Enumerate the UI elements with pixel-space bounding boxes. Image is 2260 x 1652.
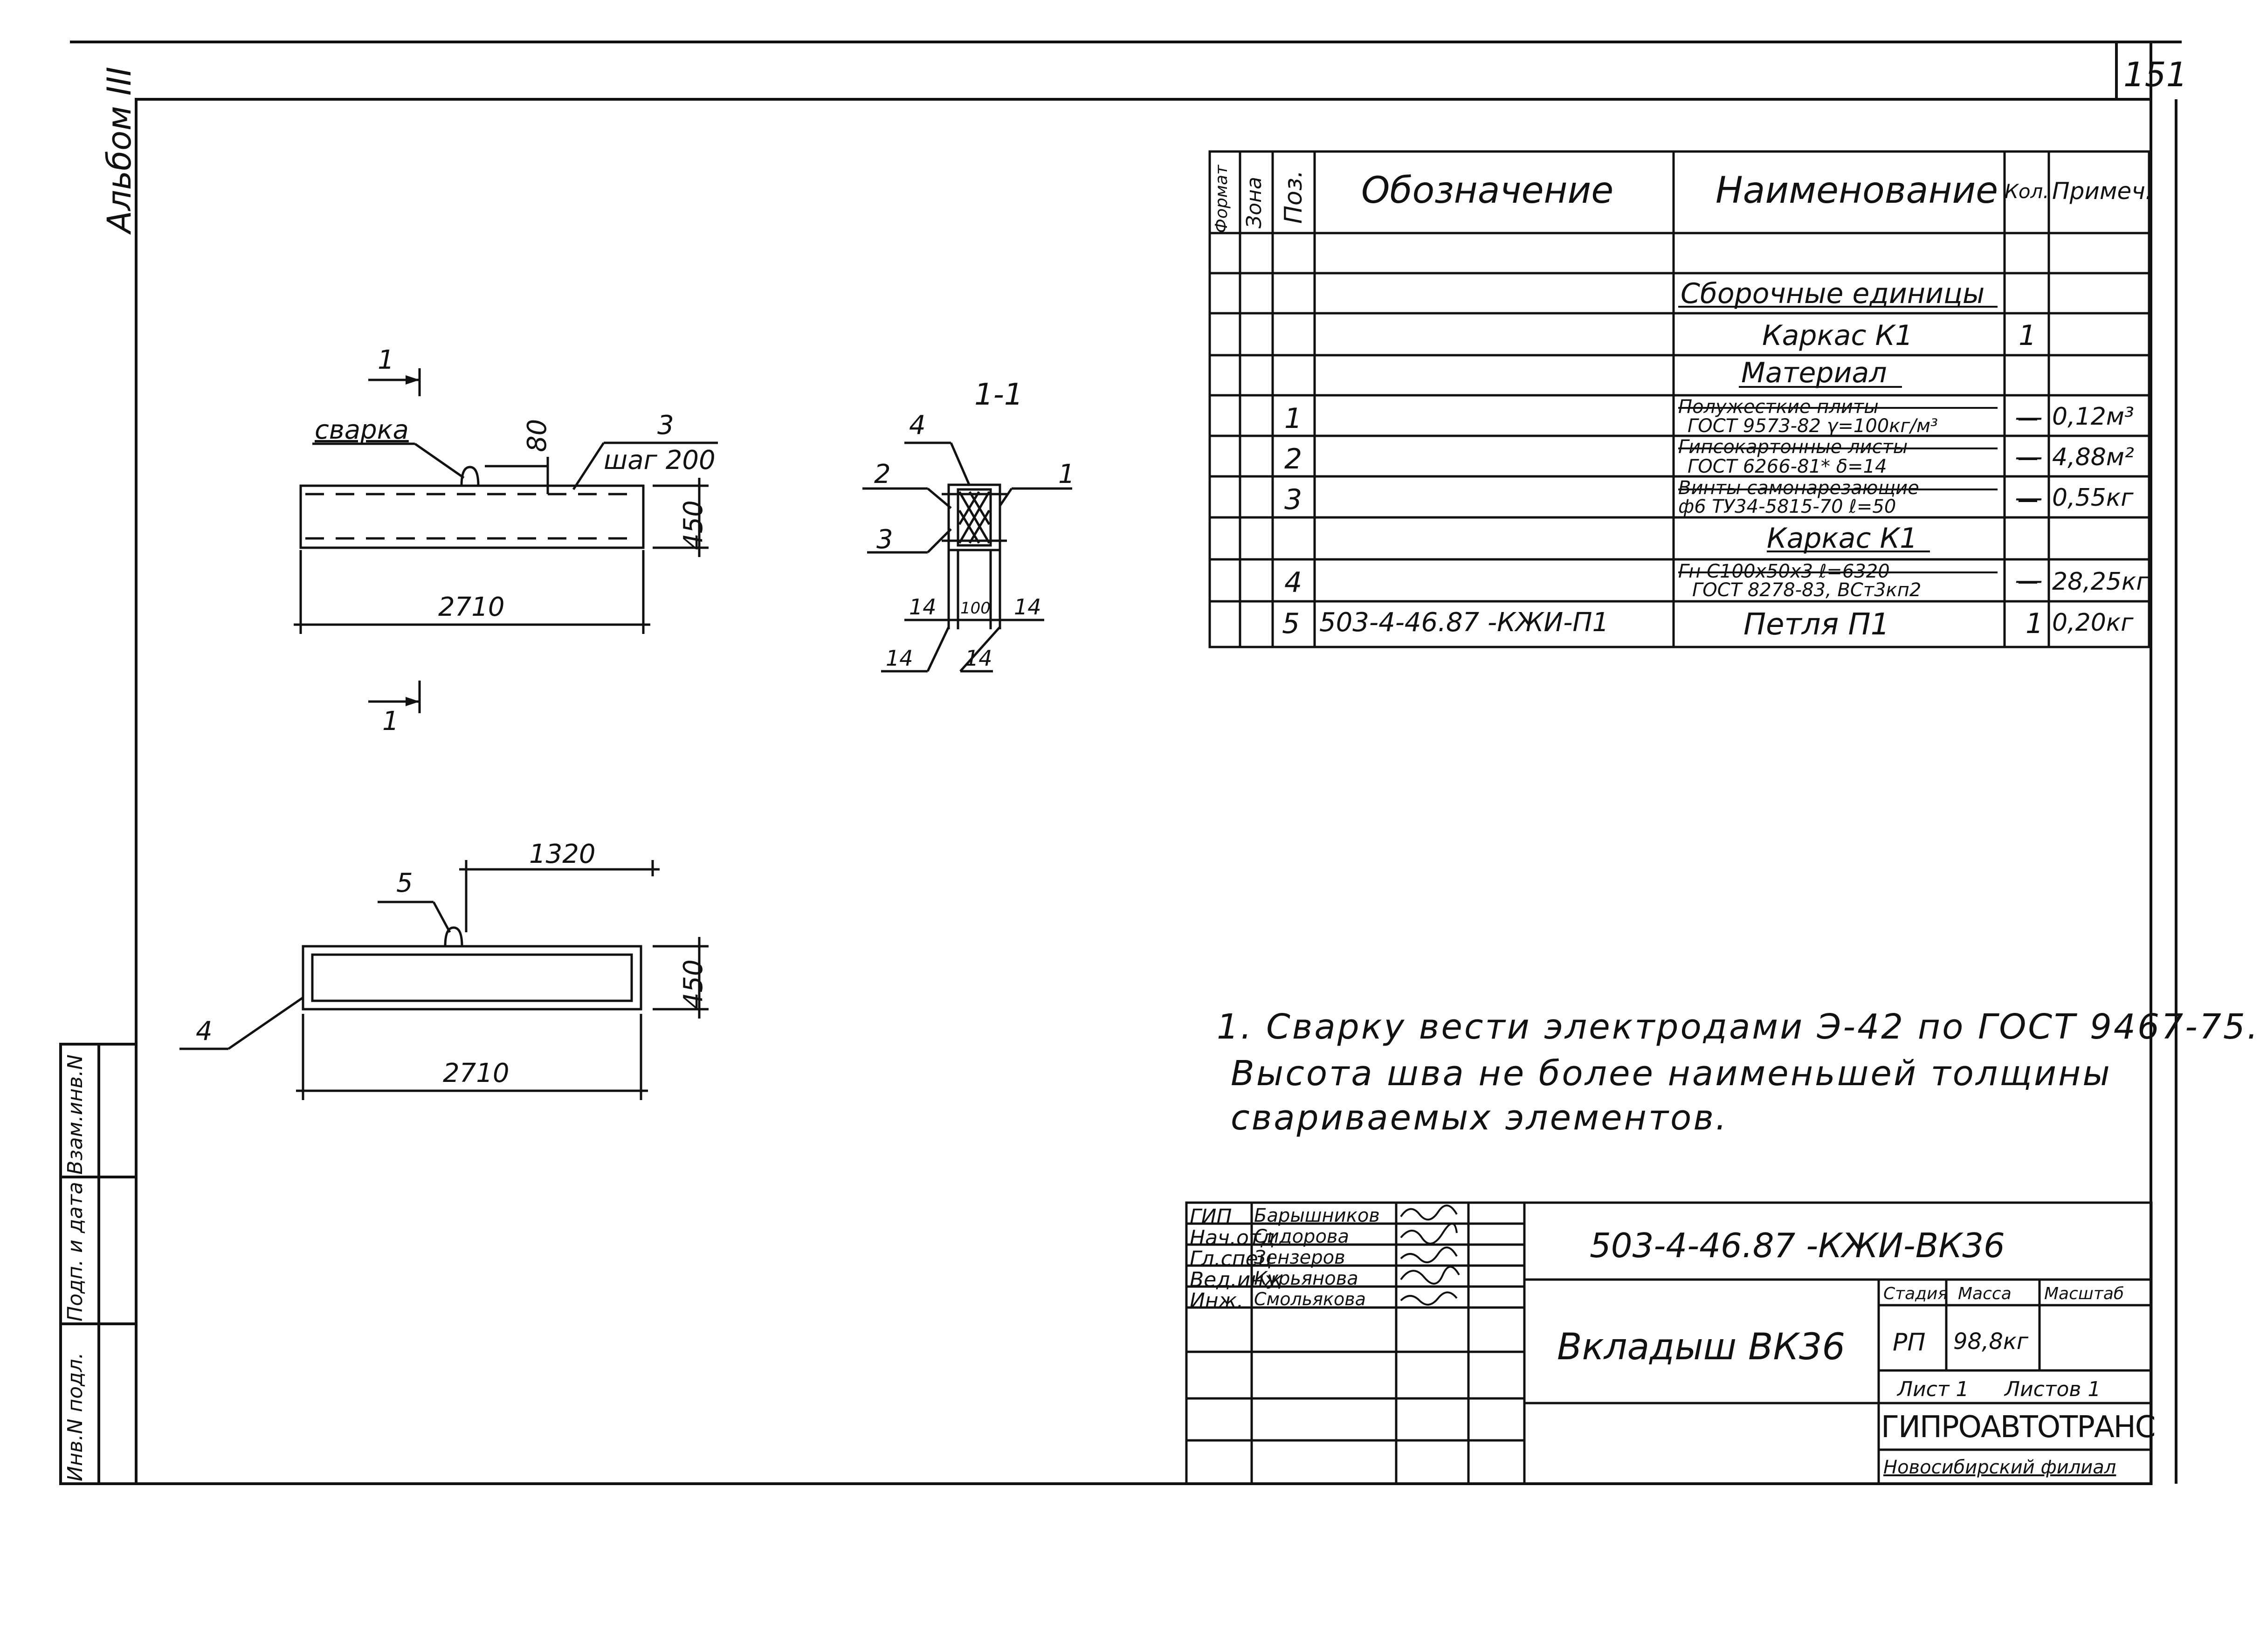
tb-name-1: Барышников: [1254, 1205, 1380, 1226]
signatures: [1400, 1205, 1460, 1306]
tb-role-2: Нач.отд: [1190, 1226, 1275, 1250]
album-label: Альбом III: [100, 67, 138, 233]
section-dim-14-right: 14: [1014, 594, 1041, 620]
row5-qty: 1: [2026, 607, 2044, 640]
weld-label: сварка: [315, 415, 409, 445]
tb-role-3: Гл.спец: [1190, 1247, 1272, 1271]
note-line-3: свариваемых элементов.: [1231, 1098, 1729, 1138]
row4-name-l2: ГОСТ 8278-83, ВСт3кп2: [1692, 579, 1922, 601]
stamp-inv-label: Инв.N подл.: [63, 1352, 87, 1481]
table-header-qty: Кол.: [2005, 180, 2049, 203]
section-leader-1: 1: [1058, 459, 1075, 489]
row3-qty: —: [2015, 482, 2043, 514]
note-line-2: Высота шва не более наименьшей толщины: [1231, 1053, 2112, 1094]
section-mark-top: 1: [378, 345, 394, 375]
tb-branch: Новосибирский филиал: [1883, 1457, 2116, 1478]
tb-name-3: Зензеров: [1254, 1247, 1345, 1268]
row2-qty: —: [2015, 441, 2043, 473]
row3-pos: 3: [1284, 483, 1302, 516]
row5-designation: 503-4-46.87 -КЖИ-П1: [1319, 607, 1609, 638]
row3-name-l2: ф6 ТУ34-5815-70 ℓ=50: [1678, 496, 1896, 517]
dim-length-top: 2710: [438, 592, 505, 622]
section-dim-14-left: 14: [909, 594, 937, 620]
section-dim-100: 100: [960, 599, 991, 618]
section-material: Материал: [1741, 357, 1887, 389]
dim-80: 80: [522, 419, 552, 452]
tb-stage: РП: [1893, 1328, 1926, 1356]
section-assembly: Сборочные единицы: [1681, 277, 1985, 310]
frame-k1-qty: 1: [2019, 319, 2037, 352]
tb-org: ГИПРОАВТОТРАНС: [1881, 1410, 2156, 1445]
tb-mass: 98,8кг: [1953, 1328, 2029, 1355]
table-header-pos: Поз.: [1280, 170, 1308, 224]
frame-k1-row: Каркас К1: [1762, 319, 1913, 352]
row5-name: Петля П1: [1743, 607, 1890, 642]
tb-col-scale: Масштаб: [2044, 1284, 2124, 1303]
row4-qty: —: [2015, 564, 2043, 597]
table-header-designation: Обозначение: [1361, 170, 1614, 212]
step-label: шаг 200: [604, 445, 716, 475]
frame-k1-subheader: Каркас К1: [1767, 522, 1918, 555]
sheet-number: 151: [2123, 55, 2188, 94]
tb-name-4: Курьянова: [1254, 1268, 1358, 1289]
section-title: 1-1: [974, 378, 1023, 412]
row4-name-l1: Гн С100х50х3 ℓ=6320: [1678, 561, 1890, 582]
tb-doc-title: Вкладыш ВК36: [1557, 1326, 1846, 1368]
leader-5: 5: [396, 868, 413, 898]
tb-doc-code: 503-4-46.87 -КЖИ-ВК36: [1590, 1226, 2005, 1265]
tb-col-stage: Стадия: [1883, 1284, 1948, 1303]
note-line-1: 1. Сварку вести электродами Э-42 по ГОСТ…: [1217, 1007, 2260, 1047]
row1-name-l1: Полужесткие плиты: [1678, 396, 1879, 418]
table-header-zone: Зона: [1242, 177, 1266, 228]
section-leader-2: 2: [874, 459, 891, 489]
row2-note: 4,88м²: [2052, 443, 2134, 471]
table-header-format: Формат: [1212, 165, 1231, 233]
row3-note: 0,55кг: [2052, 484, 2134, 512]
tb-role-4: Вед.инж: [1190, 1268, 1282, 1292]
row2-name-l2: ГОСТ 6266-81* δ=14: [1688, 456, 1887, 477]
row4-pos: 4: [1284, 566, 1302, 599]
row1-note: 0,12м³: [2052, 403, 2134, 431]
tb-sheets: Листов 1: [2005, 1377, 2101, 1401]
section-leader-4: 4: [909, 410, 926, 441]
row2-name-l1: Гипсокартонные листы: [1678, 436, 1908, 458]
tb-role-1: ГИП: [1190, 1205, 1232, 1229]
tb-name-5: Смольякова: [1254, 1289, 1366, 1309]
section-mark-bottom: 1: [382, 706, 399, 737]
dim-height-bottom: 450: [678, 959, 709, 1009]
tb-role-5: Инж.: [1190, 1289, 1244, 1313]
table-header-note: Примеч.: [2052, 178, 2153, 205]
row5-pos: 5: [1282, 607, 1300, 640]
leader-4: 4: [196, 1016, 213, 1046]
row2-pos: 2: [1284, 443, 1302, 475]
tb-sheet: Лист 1: [1897, 1377, 1969, 1401]
stamp-sign-label: Подп. и дата: [63, 1182, 87, 1322]
row3-name-l1: Винты самонарезающие: [1678, 477, 1919, 499]
dim-1320: 1320: [529, 839, 596, 869]
section-dim-14-br: 14: [965, 646, 992, 671]
row1-pos: 1: [1284, 402, 1302, 435]
dim-height-top: 450: [678, 500, 709, 550]
dim-length-bottom: 2710: [443, 1058, 510, 1088]
table-header-name: Наименование: [1716, 170, 1998, 212]
row1-qty: —: [2015, 401, 2043, 434]
row4-note: 28,25кг: [2052, 568, 2149, 596]
section-dim-14-bl: 14: [886, 646, 913, 671]
leader-3: 3: [657, 410, 674, 441]
section-leader-3: 3: [876, 524, 893, 555]
tb-name-2: Сидорова: [1254, 1226, 1350, 1247]
stamp-replace-label: Взам.инв.N: [63, 1054, 87, 1175]
row1-name-l2: ГОСТ 9573-82 γ=100кг/м³: [1688, 415, 1938, 437]
tb-col-mass: Масса: [1958, 1284, 2012, 1303]
row5-note: 0,20кг: [2052, 609, 2134, 637]
